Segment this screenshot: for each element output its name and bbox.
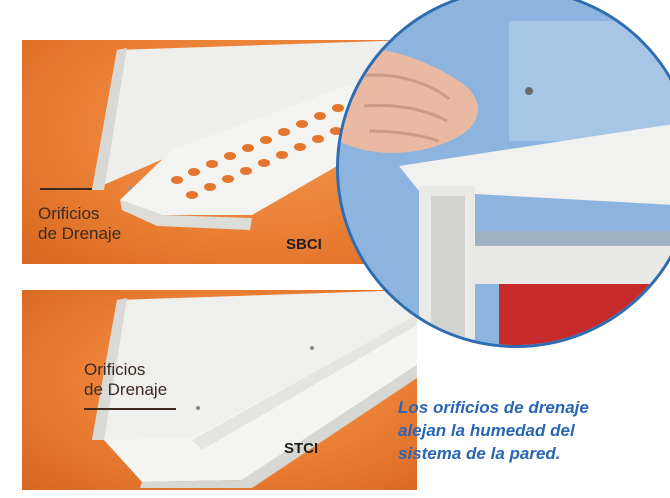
top-label-leader-line — [40, 188, 92, 190]
stci-product-photo: Orificios de Drenaje STCI — [22, 290, 417, 490]
drainage-tagline: Los orificios de drenaje alejan la humed… — [398, 398, 589, 463]
stci-model-code: STCI — [284, 440, 319, 457]
bottom-drainage-label-line1: Orificios — [84, 360, 146, 379]
top-drainage-label-line1: Orificios — [38, 204, 100, 223]
sbci-model-code: SBCI — [286, 236, 322, 253]
bottom-drainage-label-line2: de Drenaje — [84, 380, 168, 399]
installation-detail-illustration — [339, 0, 670, 345]
installation-detail-photo — [336, 0, 670, 348]
top-drainage-label-line2: de Drenaje — [38, 224, 122, 243]
stci-bead-illustration — [92, 290, 417, 488]
sbci-bead-illustration — [92, 40, 417, 230]
bottom-label-leader-line — [84, 408, 176, 410]
